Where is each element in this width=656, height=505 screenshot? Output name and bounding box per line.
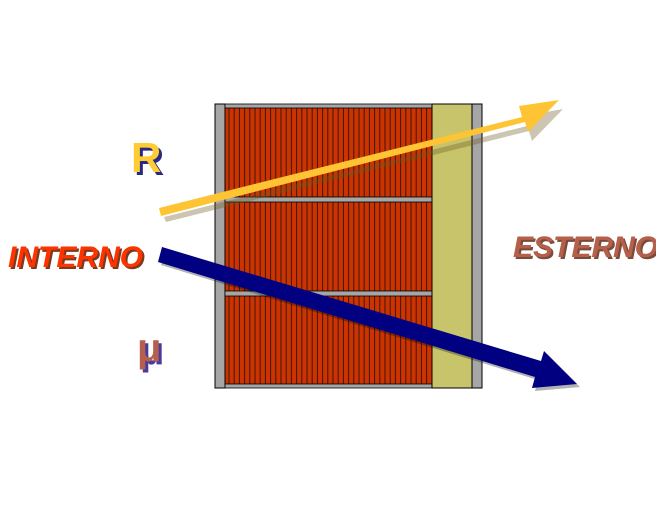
interno-label: INTERNO [8,241,143,274]
esterno-label: ESTERNO [513,231,656,264]
mortar-joint-top [224,103,433,109]
mu-arrow [158,247,580,391]
r-arrow-shadow [164,109,563,222]
wall-frame-left [214,103,226,389]
mu-arrow-body [158,247,577,388]
mortar-joint-bottom [224,383,433,389]
r-label: R [131,134,162,181]
r-arrow-body [159,100,559,216]
r-arrow [159,100,563,222]
mu-label: μ [137,326,162,370]
